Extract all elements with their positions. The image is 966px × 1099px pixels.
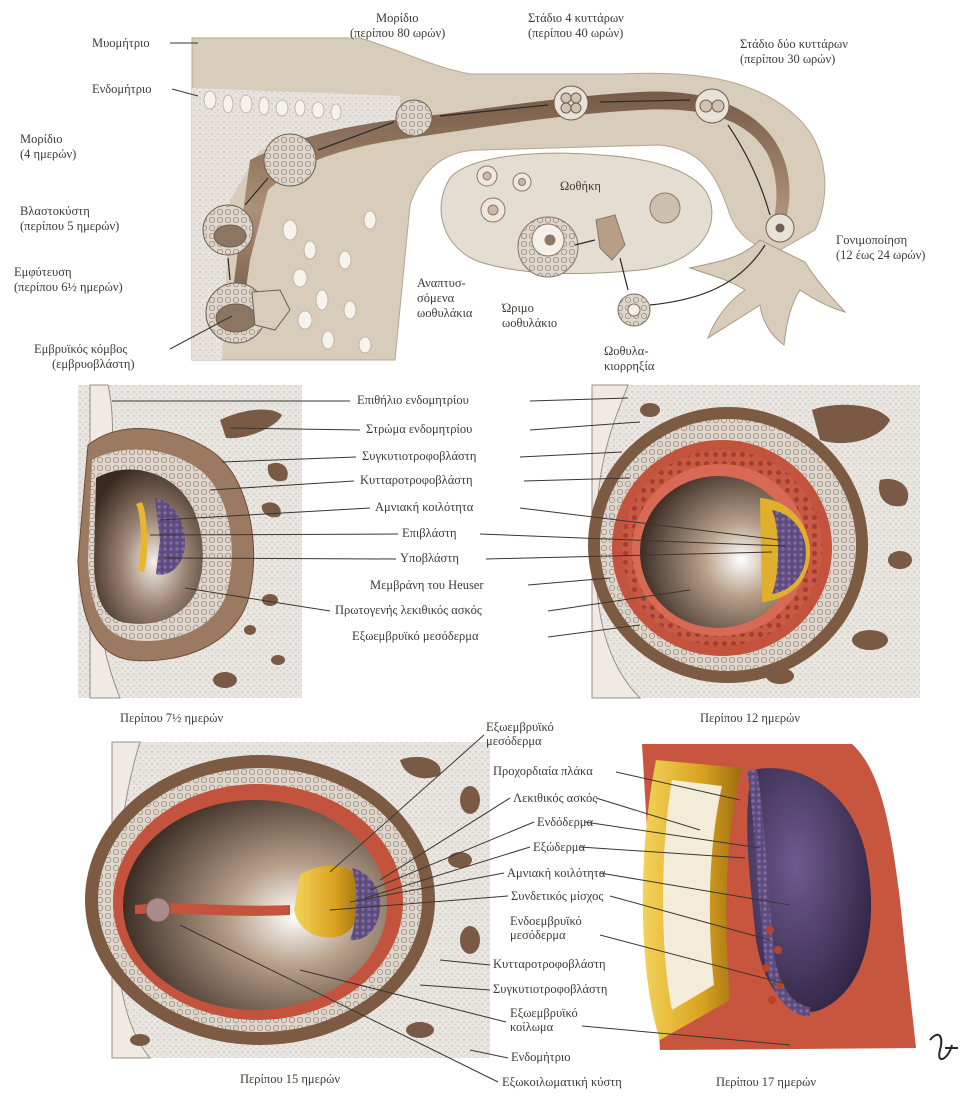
label-heuser-membrane: Μεμβράνη του Heuser [370, 578, 484, 592]
label-amniotic-cavity: Αμνιακή κοιλότητα [375, 500, 474, 514]
embryo-17-days [642, 744, 916, 1050]
label-morula-80: Μορίδιο(περίπου 80 ωρών) [350, 11, 445, 40]
label-cytotrophoblast-2: Κυτταροτροφοβλάστη [493, 957, 606, 971]
label-two-cell: Στάδιο δύο κυττάρων(περίπου 30 ωρών) [740, 37, 848, 66]
label-morula-4: Μορίδιο(4 ημερών) [20, 132, 76, 161]
label-connecting-stalk: Συνδετικός μίσχος [511, 889, 603, 903]
caption-12-days: Περίπου 12 ημερών [700, 711, 800, 725]
label-ectoderm: Εξώδερμα [533, 840, 586, 854]
label-ovulation: Ωοθυλα-κιορρηξία [604, 344, 655, 373]
embryo-12-days [588, 385, 920, 698]
label-cytotrophoblast: Κυτταροτροφοβλάστη [360, 473, 473, 487]
label-exocoelomic-cyst: Εξωκοιλωματική κύστη [502, 1075, 622, 1089]
label-blastocyst: Βλαστοκύστη(περίπου 5 ημερών) [20, 204, 119, 233]
label-prechordal-plate: Προχορδιαία πλάκα [493, 764, 593, 778]
embryo-7-5-days [78, 385, 302, 698]
label-endometrial-epithelium: Επιθήλιο ενδομητρίου [357, 393, 469, 407]
embryo-15-days [85, 742, 490, 1058]
label-endometrium-2: Ενδομήτριο [511, 1050, 571, 1064]
label-syncytiotrophoblast-2: Συγκυτιοτροφοβλάστη [493, 982, 607, 996]
label-endometrium: Ενδομήτριο [92, 82, 152, 96]
label-four-cell: Στάδιο 4 κυττάρων(περίπου 40 ωρών) [528, 11, 624, 40]
label-implantation: Εμφύτευση(περίπου 6½ ημερών) [14, 265, 123, 294]
middle-panel: Επιθήλιο ενδομητρίου Στρώμα ενδομητρίου … [78, 385, 920, 725]
label-myometrium: Μυομήτριο [92, 36, 150, 50]
label-ovary: Ωοθήκη [560, 179, 601, 193]
label-yolk-sac: Λεκιθικός ασκός [513, 791, 597, 805]
label-primary-yolk-sac: Πρωτογενής λεκιθικός ασκός [335, 603, 482, 617]
label-amniotic-cavity-2: Αμνιακή κοιλότητα [507, 866, 606, 880]
label-inner-cell-mass: Εμβρυϊκός κόμβος(εμβρυοβλάστη) [34, 342, 135, 371]
label-hypoblast: Υποβλάστη [400, 551, 459, 565]
label-syncytiotrophoblast: Συγκυτιοτροφοβλάστη [362, 449, 476, 463]
top-panel: Μυομήτριο Ενδομήτριο Μορίδιο(4 ημερών) Β… [14, 11, 925, 373]
label-fertilization: Γονιμοποίηση(12 έως 24 ωρών) [836, 233, 925, 262]
middle-labels: Επιθήλιο ενδομητρίου Στρώμα ενδομητρίου … [335, 393, 484, 643]
artist-signature [930, 1035, 958, 1059]
label-extraembryonic-mesoderm: Εξωεμβρυϊκό μεσόδερμα [352, 629, 479, 643]
caption-17-days: Περίπου 17 ημερών [716, 1075, 816, 1089]
caption-7-5-days: Περίπου 7½ ημερών [120, 711, 223, 725]
label-endometrial-stroma: Στρώμα ενδομητρίου [366, 422, 472, 436]
caption-15-days: Περίπου 15 ημερών [240, 1072, 340, 1086]
fimbriae [690, 240, 845, 345]
label-epiblast: Επιβλάστη [402, 526, 457, 540]
ovulated-oocyte [618, 294, 650, 326]
